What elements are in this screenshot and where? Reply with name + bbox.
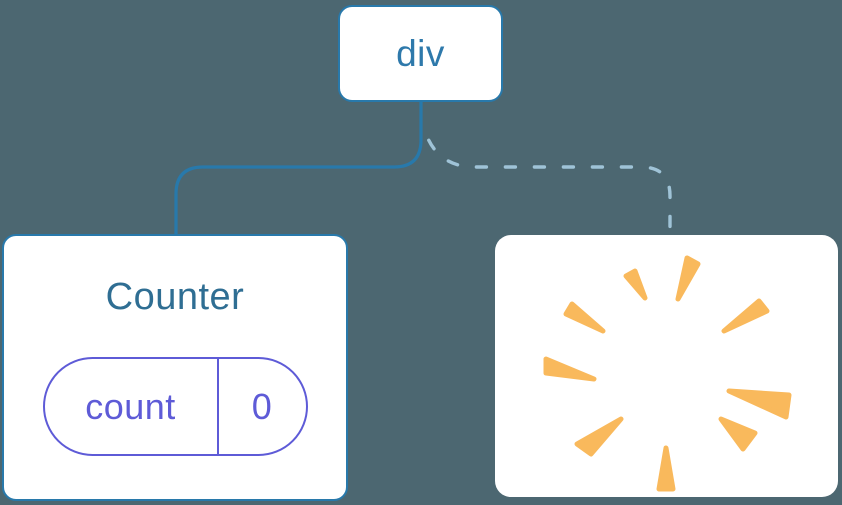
state-pill: count 0: [42, 357, 308, 456]
burst-ray: [543, 356, 597, 382]
state-pill-value: 0: [251, 385, 273, 427]
state-pill-key: count: [85, 385, 176, 427]
state-pill-value-cell: 0: [219, 359, 306, 454]
burst-ray: [656, 445, 676, 492]
edge-root-to-removed: [422, 124, 672, 239]
burst-ray: [721, 298, 770, 334]
root-node-label: div: [396, 32, 445, 74]
edge-root-to-counter: [174, 102, 423, 236]
burst-ray: [726, 388, 792, 420]
counter-node: Counter count 0: [2, 234, 348, 501]
state-pill-key-cell: count: [45, 359, 219, 454]
burst-ray: [574, 416, 624, 457]
removed-node: [495, 235, 838, 497]
burst-ray: [563, 301, 606, 334]
burst-ray: [623, 268, 648, 301]
burst-ray: [718, 416, 758, 452]
burst-ray: [675, 255, 701, 302]
counter-node-title: Counter: [105, 276, 245, 318]
root-node: div: [338, 5, 503, 102]
poof-burst-icon: [543, 255, 792, 492]
